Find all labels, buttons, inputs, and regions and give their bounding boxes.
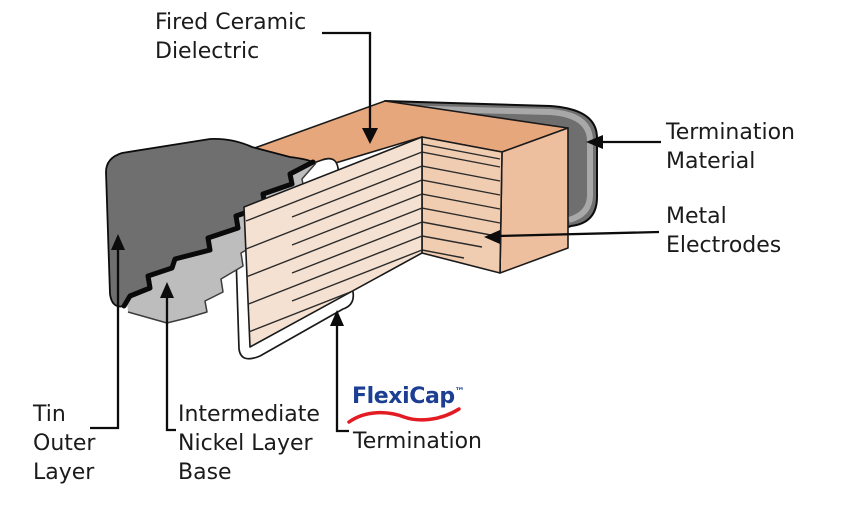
label-intermediate-nickel-layer-base: Intermediate Nickel Layer Base xyxy=(178,402,320,485)
label-fired-ceramic-dielectric: Fired Ceramic Dielectric xyxy=(155,10,307,64)
label-metal-electrodes: Metal Electrodes xyxy=(666,204,782,258)
tin-outer-layer xyxy=(105,138,316,309)
flexicap-swoosh xyxy=(347,407,461,424)
trademark-symbol: ™ xyxy=(454,387,465,398)
arrowhead-tin-outer-layer xyxy=(111,234,125,250)
leader-tin-outer-layer xyxy=(90,248,120,430)
electrode-lines-cross xyxy=(422,143,501,259)
leader-metal-electrodes xyxy=(497,230,660,238)
label-termination-material: Termination Material xyxy=(666,120,796,174)
leader-fired-ceramic xyxy=(322,31,372,130)
arrowhead-fired-ceramic xyxy=(362,128,378,144)
ceramic-section-face xyxy=(243,136,423,348)
callout-leaders xyxy=(90,31,661,433)
cut-cross-section-face xyxy=(421,136,503,274)
arrowhead-termination-material xyxy=(586,135,603,149)
leader-flexicap xyxy=(335,324,349,433)
flexicap-logo: FlexiCap™ xyxy=(352,381,465,410)
label-tin-outer-layer: Tin Outer Layer xyxy=(33,402,96,485)
ceramic-front-face xyxy=(499,127,569,274)
arrowhead-nickel-layer xyxy=(160,282,174,298)
label-flexicap-termination: Termination xyxy=(353,429,483,454)
leader-nickel-layer xyxy=(165,296,176,432)
arrowhead-flexicap xyxy=(330,310,344,326)
flexicap-brand-text: FlexiCap™ xyxy=(352,384,465,410)
arrowhead-metal-electrodes xyxy=(484,230,500,244)
